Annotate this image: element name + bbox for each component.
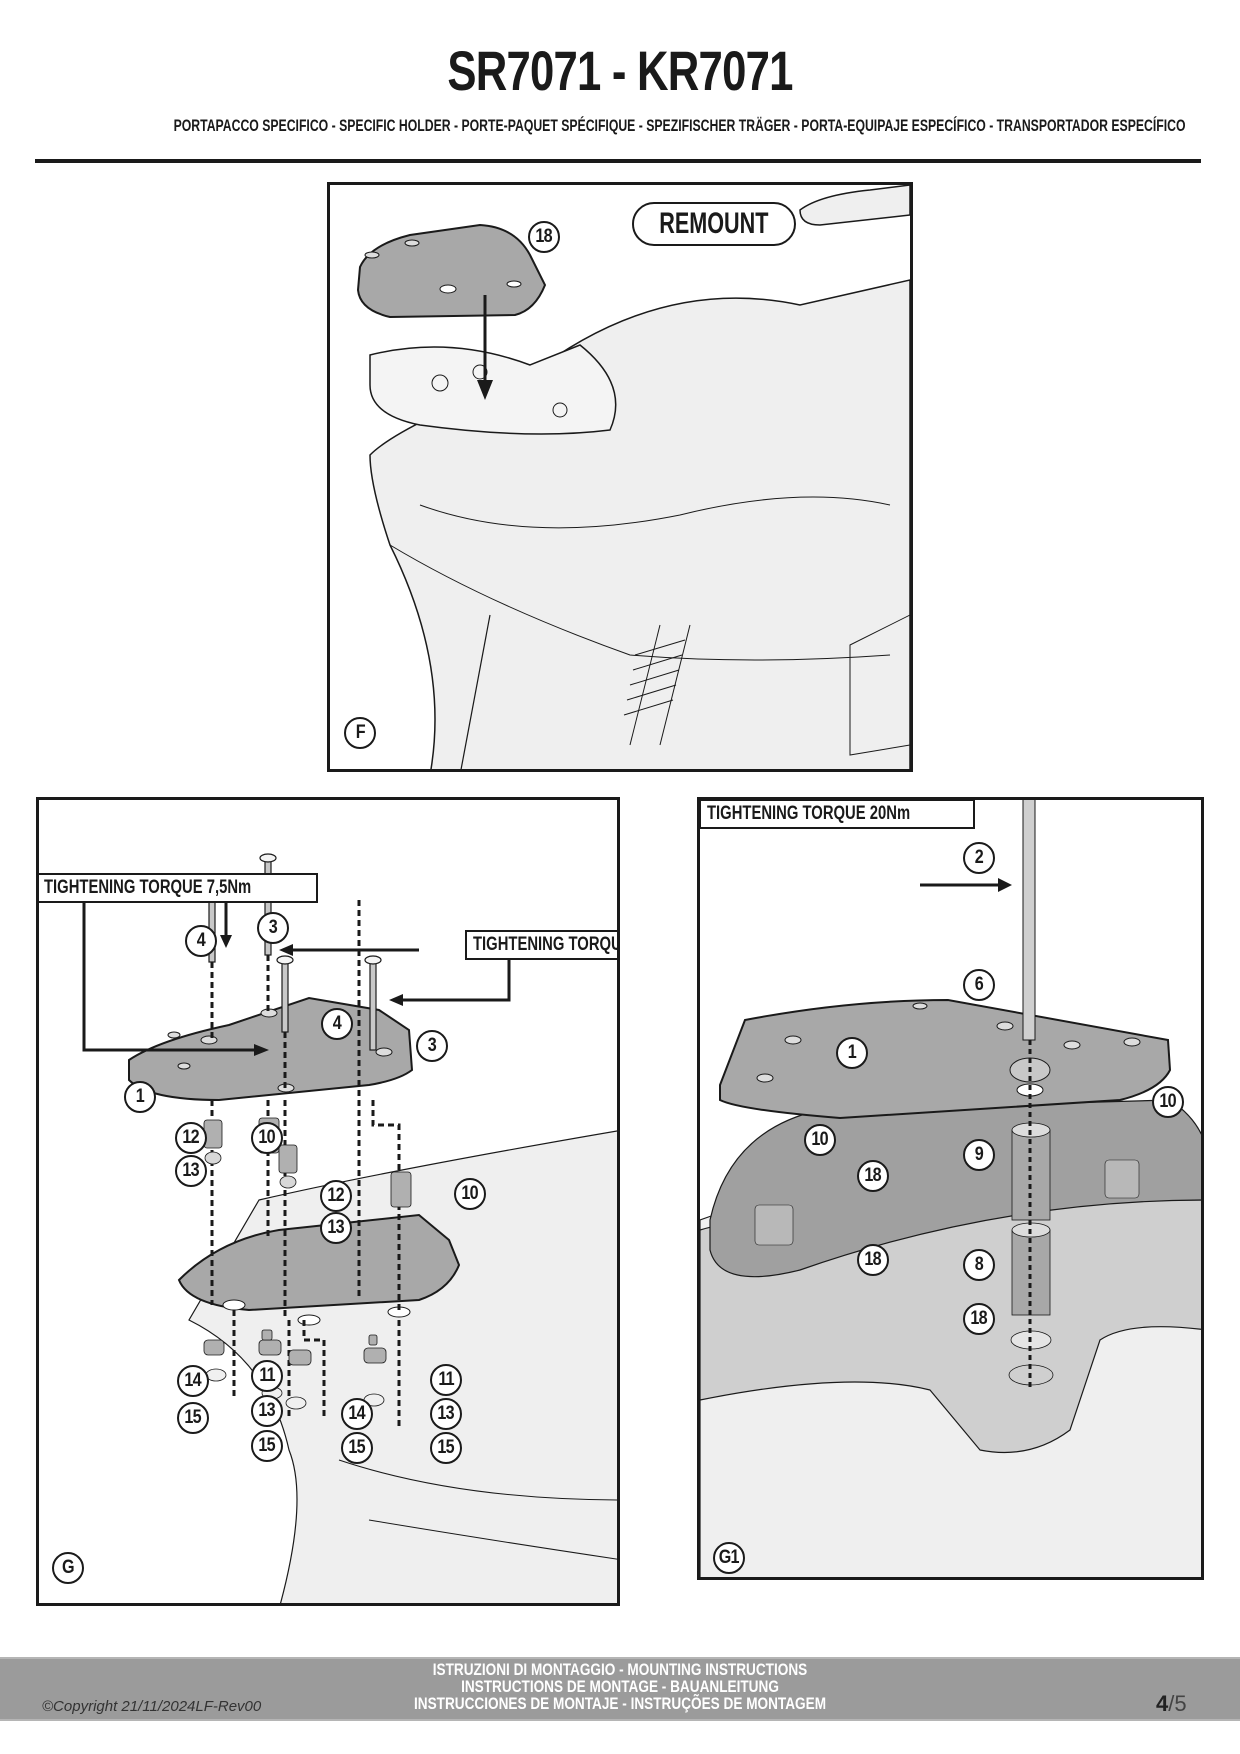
- part-callout-2: 2: [963, 842, 995, 874]
- panel-label-f: F: [344, 717, 376, 749]
- part-callout-13: 13: [175, 1155, 207, 1187]
- part-callout-18: 18: [857, 1244, 889, 1276]
- part-callout-1: 1: [124, 1081, 156, 1113]
- part-callout-1: 1: [836, 1037, 868, 1069]
- footer-line: ISTRUZIONI DI MONTAGGIO - MOUNTING INSTR…: [432, 1660, 808, 1679]
- part-callout-10: 10: [804, 1124, 836, 1156]
- panel-g-illustration: [82, 853, 617, 1603]
- part-callout-13: 13: [430, 1398, 462, 1430]
- grab-handle: [799, 185, 910, 226]
- part-callout-3: 3: [416, 1030, 448, 1062]
- part-callout-6: 6: [963, 969, 995, 1001]
- spacer-illustration: [1011, 1229, 1051, 1316]
- part-callout-4: 4: [185, 925, 217, 957]
- part-callout-15: 15: [177, 1402, 209, 1434]
- panel-f-illustration: [356, 185, 910, 769]
- shock-absorber-illustration: [623, 624, 691, 746]
- header-divider: [35, 159, 1201, 163]
- plate-18-illustration: [356, 223, 547, 319]
- part-callout-18: 18: [857, 1160, 889, 1192]
- part-callout-12: 12: [175, 1122, 207, 1154]
- part-callout-18: 18: [528, 221, 560, 253]
- part-callout-15: 15: [430, 1432, 462, 1464]
- footer-band: ©Copyright 21/11/2024LF-Rev00 ISTRUZIONI…: [0, 1657, 1240, 1721]
- panel-g1: TIGHTENING TORQUE 20Nm 2 6 1 10 10 9 18 …: [697, 797, 1204, 1580]
- panel-g1-illustration: [700, 800, 1201, 1577]
- panel-label-g1: G1: [713, 1542, 745, 1574]
- part-callout-14: 14: [341, 1398, 373, 1430]
- arrowhead-icon: [220, 935, 403, 1056]
- spacer-illustration: [754, 1204, 794, 1246]
- plate-18-illustration: [177, 1213, 461, 1312]
- plate-1-illustration: [719, 998, 1172, 1120]
- part-callout-8: 8: [963, 1249, 995, 1281]
- part-callout-10: 10: [454, 1178, 486, 1210]
- part-callout-11: 11: [251, 1360, 283, 1392]
- footer-line: INSTRUCCIONES DE MONTAJE - INSTRUÇÕES DE…: [413, 1694, 827, 1713]
- part-callout-4: 4: [321, 1008, 353, 1040]
- part-callout-10: 10: [251, 1122, 283, 1154]
- part-callout-12: 12: [320, 1180, 352, 1212]
- document-subtitle: PORTAPACCO SPECIFICO - SPECIFIC HOLDER -…: [173, 116, 1186, 135]
- torque-label-2-5nm: TIGHTENING TORQUE 2,5Nm: [465, 930, 617, 960]
- torque-label-7-5nm: TIGHTENING TORQUE 7,5Nm: [39, 873, 318, 903]
- part-callout-3: 3: [257, 912, 289, 944]
- footer-line: INSTRUCTIONS DE MONTAGE - BAUANLEITUNG: [461, 1677, 779, 1696]
- part-callout-11: 11: [430, 1364, 462, 1396]
- part-callout-15: 15: [251, 1430, 283, 1462]
- screw-illustration: [203, 853, 382, 1051]
- part-callout-13: 13: [320, 1212, 352, 1244]
- bolt-illustration: [1022, 800, 1036, 1041]
- copyright-text: ©Copyright 21/11/2024LF-Rev00: [42, 1698, 262, 1715]
- document-title: SR7071 - KR7071: [447, 39, 793, 102]
- page-total: /5: [1168, 1691, 1187, 1716]
- panel-g: TIGHTENING TORQUE 7,5Nm TIGHTENING TORQU…: [36, 797, 620, 1606]
- down-arrow-icon: [477, 380, 493, 400]
- spacer-illustration: [1104, 1159, 1140, 1199]
- footer-instructions: ISTRUZIONI DI MONTAGGIO - MOUNTING INSTR…: [320, 1661, 920, 1712]
- arrowhead-icon: [998, 878, 1012, 892]
- part-callout-10: 10: [1152, 1086, 1184, 1118]
- part-callout-18: 18: [963, 1303, 995, 1335]
- part-callout-14: 14: [177, 1365, 209, 1397]
- page-number: 4/5: [1156, 1691, 1187, 1717]
- rack-base: [369, 344, 617, 435]
- part-callout-15: 15: [341, 1432, 373, 1464]
- part-callout-9: 9: [963, 1139, 995, 1171]
- part-callout-13: 13: [251, 1395, 283, 1427]
- panel-label-g: G: [52, 1552, 84, 1584]
- panel-f: REMOUNT 18 F: [327, 182, 913, 772]
- page-current: 4: [1156, 1691, 1169, 1716]
- torque-label-20nm: TIGHTENING TORQUE 20Nm: [700, 800, 976, 829]
- remount-badge: REMOUNT: [632, 202, 796, 246]
